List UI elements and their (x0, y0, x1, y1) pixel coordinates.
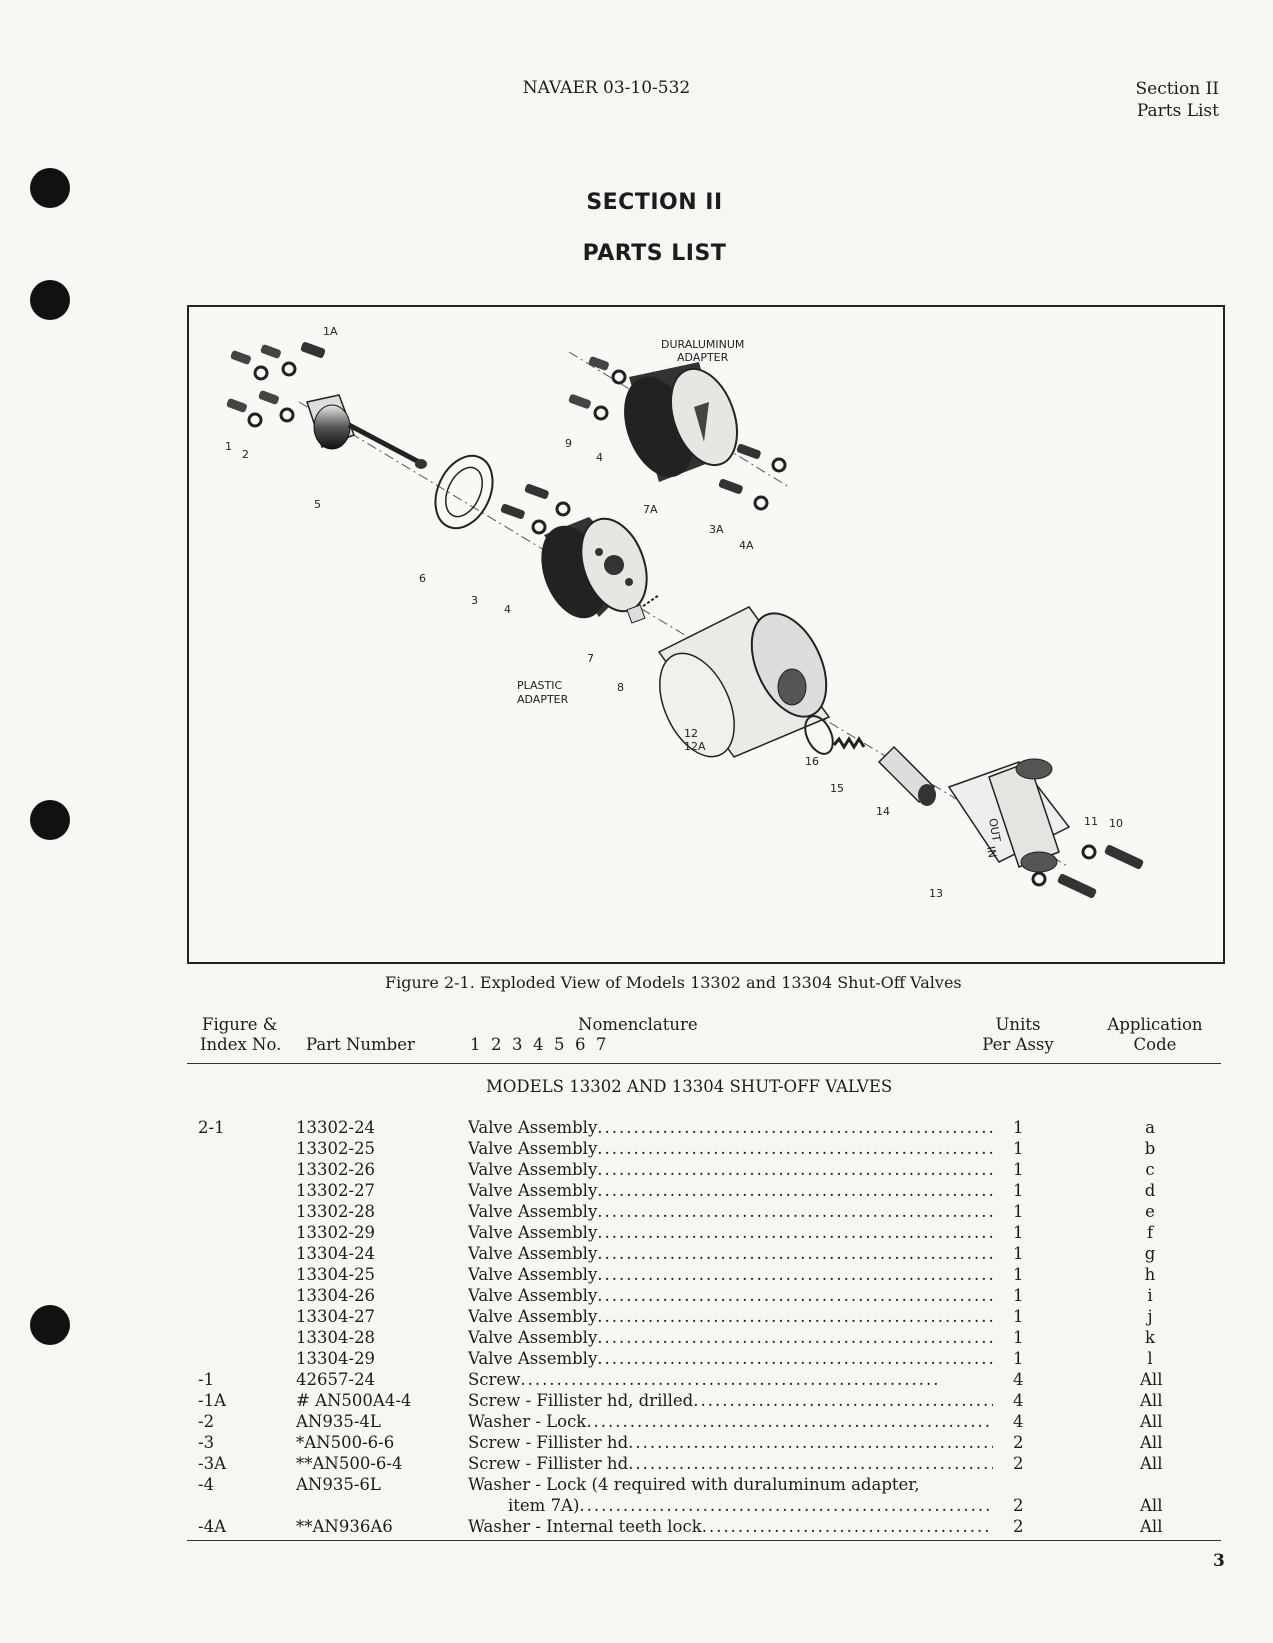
section-ref-line2: Parts List (1136, 101, 1219, 121)
callout-1: 1 (225, 440, 232, 453)
plunger-item-8 (626, 594, 660, 624)
document-number: NAVAER 03-10-532 (522, 78, 691, 98)
section-ref-line1: Section II (1135, 79, 1219, 99)
exploded-view-drawing: OUT IN 1A 1 2 5 6 3 4 9 4 DURALUMINUM AD… (225, 325, 1144, 900)
callout-15: 15 (830, 782, 844, 795)
callout-2: 2 (242, 448, 249, 461)
label-plastic: PLASTIC (517, 679, 562, 692)
valve-out-mark: OUT (986, 817, 1003, 843)
callout-9: 9 (565, 437, 572, 450)
header-indent-levels: 1 2 3 4 5 6 7 (470, 1035, 607, 1054)
label-duraluminum-adapter: ADAPTER (677, 351, 729, 364)
duraluminum-adapter-item-7a (624, 362, 738, 482)
header-nomenclature: Nomenclature (578, 1015, 698, 1034)
screws-item-3a (718, 443, 787, 511)
callout-7a: 7A (643, 503, 658, 516)
screws-item-1 (226, 342, 326, 428)
binder-hole-3 (30, 800, 70, 840)
header-part-number: Part Number (306, 1035, 415, 1054)
header-units: Units Per Assy (982, 1015, 1054, 1054)
binder-hole-1 (30, 168, 70, 208)
header-application-code: Application Code (1107, 1015, 1203, 1054)
motor-flange-item-5 (306, 394, 427, 469)
callout-3a: 3A (709, 523, 724, 536)
seal-ring-item-16 (804, 715, 834, 755)
callout-14: 14 (876, 805, 890, 818)
label-duraluminum: DURALUMINUM (661, 338, 744, 351)
callout-16: 16 (805, 755, 819, 768)
callout-4a: 4A (739, 539, 754, 552)
section-reference: Section II Parts List (1135, 78, 1219, 122)
screws-item-3 (500, 483, 571, 535)
callout-13: 13 (929, 887, 943, 900)
binder-hole-2 (30, 280, 70, 320)
spring-item-15 (832, 736, 866, 750)
parts-list-title: PARTS LIST (582, 241, 727, 266)
callout-7: 7 (587, 652, 594, 665)
plastic-adapter-item-7 (541, 517, 648, 619)
section-title: SECTION II (586, 190, 723, 215)
exploded-view-figure: OUT IN 1A 1 2 5 6 3 4 9 4 DURALUMINUM AD… (187, 305, 1225, 964)
table-subtitle: MODELS 13302 AND 13304 SHUT-OFF VALVES (486, 1077, 893, 1096)
binder-hole-4 (30, 1305, 70, 1345)
screws-item-10 (1031, 844, 1144, 898)
callout-11: 11 (1084, 815, 1098, 828)
valve-in-mark: IN (984, 845, 999, 859)
callout-5: 5 (314, 498, 321, 511)
solenoid-housing-item-12 (657, 606, 831, 758)
callout-4-upper: 4 (596, 451, 603, 464)
callout-12a: 12A (684, 740, 706, 753)
valve-body-item-13: OUT IN (947, 758, 1071, 873)
table-bottom-rule (187, 1540, 1221, 1541)
page-number: 3 (1213, 1551, 1225, 1571)
callout-10: 10 (1109, 817, 1123, 830)
plunger-item-14 (877, 745, 936, 806)
screws-item-9 (568, 356, 627, 421)
callout-3: 3 (471, 594, 478, 607)
gasket-item-6 (434, 454, 494, 530)
figure-caption: Figure 2-1. Exploded View of Models 1330… (385, 973, 962, 992)
table-row: item 7A)................................… (508, 1496, 1163, 1515)
header-figure-index: Figure & Index No. (200, 1015, 282, 1054)
header-rule (187, 1063, 1221, 1064)
callout-6: 6 (419, 572, 426, 585)
label-plastic-adapter: ADAPTER (517, 693, 569, 706)
callout-1a: 1A (323, 325, 338, 338)
callout-12: 12 (684, 727, 698, 740)
callout-8: 8 (617, 681, 624, 694)
callout-4-lower: 4 (504, 603, 511, 616)
